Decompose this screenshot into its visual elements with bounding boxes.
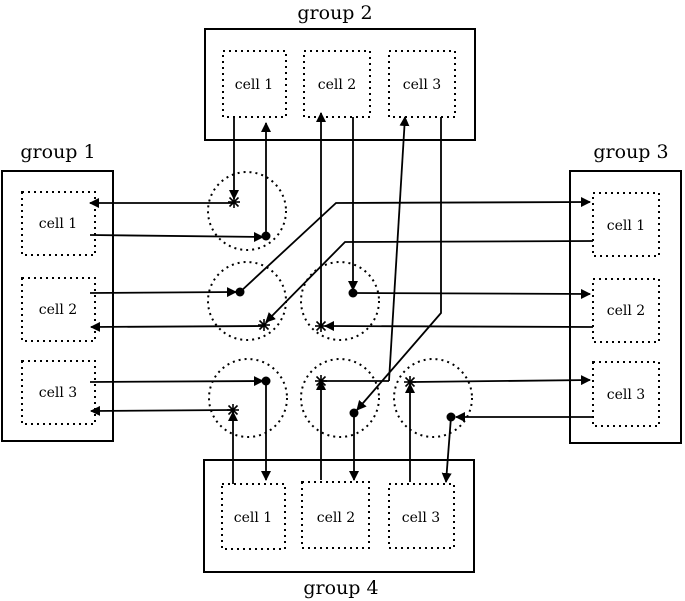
cell-label: cell 2 [39,302,77,318]
star-marker [228,196,240,208]
group-4-cell-3: cell 3 [388,483,455,549]
wire [89,287,237,298]
cell-label: cell 1 [39,216,77,232]
dot-marker [446,412,456,422]
wire [441,416,452,483]
group-4: group 4 cell 1 cell 2 cell 3 [203,459,475,599]
cell-label: cell 2 [317,510,355,526]
cell-label: cell 1 [235,77,273,93]
dot-marker [261,231,271,241]
group-1-cell-2: cell 2 [21,277,96,342]
star-markers [227,196,416,416]
group-2: group 2 cell 1 cell 2 cell 3 [204,2,476,141]
cell-label: cell 2 [318,77,356,93]
wire [89,234,265,238]
group-4-label: group 4 [303,577,378,599]
switch-nodes [207,171,473,438]
group-1-cell-3: cell 3 [21,360,96,425]
dot-marker [348,288,358,298]
wire [90,405,234,416]
star-marker [315,320,327,332]
group-3-cell-2: cell 2 [592,278,660,343]
star-marker [404,376,416,388]
switch-node-bottom-right [393,358,473,438]
group-4-cell-2: cell 2 [301,481,370,549]
cell-label: cell 3 [402,510,440,526]
group-4-cell-1: cell 1 [221,483,286,550]
switch-node-top-left [207,171,287,251]
group-1-cell-1: cell 1 [21,191,96,256]
group-1-box [1,170,114,442]
group-2-box [204,28,476,141]
group-1-label: group 1 [20,141,95,163]
wire [388,116,410,382]
dot-marker [349,408,359,418]
switch-node-mid-center [300,261,380,341]
group-2-cell-3: cell 3 [388,50,456,118]
star-marker [227,404,239,416]
group-4-box [203,459,475,573]
connections [89,112,594,484]
cell-label: cell 1 [234,510,272,526]
wire [265,240,594,323]
dot-marker [261,376,271,386]
group-2-cell-1: cell 1 [222,50,287,118]
cell-label: cell 3 [39,385,77,401]
group-3-box [569,170,682,444]
switch-node-bottom-left [208,358,288,438]
wire [411,375,591,386]
group-3-label: group 3 [593,141,668,163]
group-3: group 3 cell 1 cell 2 cell 3 [569,141,682,444]
switch-node-mid-left [207,261,287,341]
wire [239,197,591,293]
group-3-cell-3: cell 3 [592,361,660,427]
dot-markers [235,231,456,422]
cell-label: cell 3 [607,387,645,403]
cell-label: cell 3 [403,77,441,93]
group-2-cell-2: cell 2 [303,50,371,118]
cell-label: cell 1 [607,218,645,234]
star-marker [315,375,327,387]
wire [356,117,442,411]
group-3-cell-1: cell 1 [592,192,660,257]
cell-label: cell 2 [607,303,645,319]
dot-marker [235,287,245,297]
wire [324,321,594,332]
wire [352,288,591,299]
switch-node-bottom-center [300,358,380,438]
group-1: group 1 cell 1 cell 2 cell 3 [1,141,114,442]
wire [90,321,265,332]
group-2-label: group 2 [297,2,372,24]
star-marker [258,319,270,331]
wire [89,376,264,387]
